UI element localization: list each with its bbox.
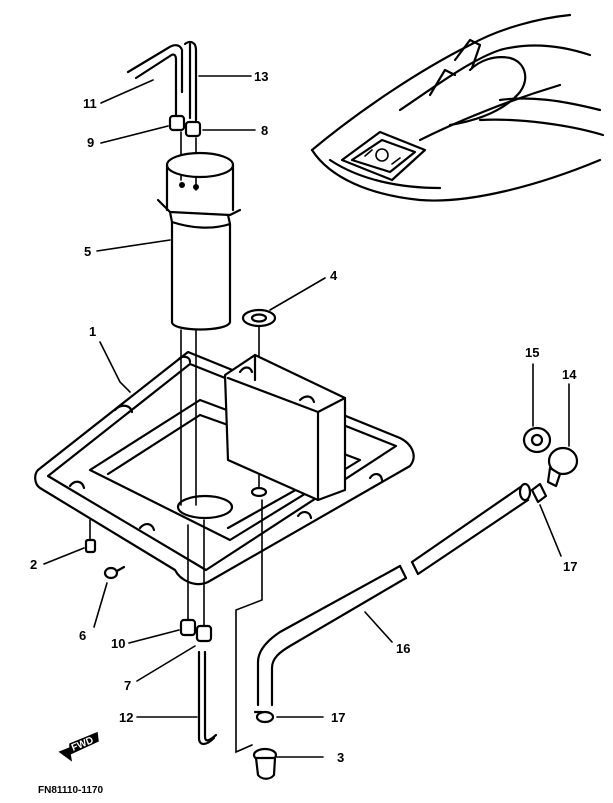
callouts: 1 2 3 4 5 6 7 8 9 10 11 12 13 14 15 16 1… xyxy=(30,69,577,765)
tray xyxy=(34,329,415,754)
callout-10: 10 xyxy=(111,636,125,651)
callout-7: 7 xyxy=(124,678,131,693)
breather-tube xyxy=(126,40,198,122)
drain-plug xyxy=(252,747,278,780)
leader-lines xyxy=(43,75,570,758)
fittings xyxy=(522,426,579,488)
hose-clamps xyxy=(253,482,548,724)
callout-5: 5 xyxy=(84,244,91,259)
lower-caps xyxy=(179,618,213,643)
callout-15: 15 xyxy=(525,345,539,360)
callout-3: 3 xyxy=(337,750,344,765)
drain-tube xyxy=(197,650,218,746)
callout-2: 2 xyxy=(30,557,37,572)
fwd-label: FWD xyxy=(70,735,95,754)
callout-12: 12 xyxy=(119,710,133,725)
callout-11: 11 xyxy=(83,96,97,111)
callout-4: 4 xyxy=(330,268,338,283)
hose xyxy=(256,482,532,707)
callout-6: 6 xyxy=(79,628,86,643)
figure-code: FN81110-1170 xyxy=(38,785,103,796)
callout-16: 16 xyxy=(396,641,410,656)
forward-arrow: FWD xyxy=(58,731,99,762)
callout-9: 9 xyxy=(87,135,94,150)
filter-canister xyxy=(156,151,242,331)
callout-13: 13 xyxy=(254,69,268,84)
callout-17-bottom: 17 xyxy=(331,710,345,725)
callout-17-right: 17 xyxy=(563,559,577,574)
callout-14: 14 xyxy=(562,367,577,382)
bolt xyxy=(84,519,97,554)
callout-8: 8 xyxy=(261,123,268,138)
watercraft-inset xyxy=(310,13,605,202)
callout-1: 1 xyxy=(89,324,96,339)
screw xyxy=(103,565,126,580)
